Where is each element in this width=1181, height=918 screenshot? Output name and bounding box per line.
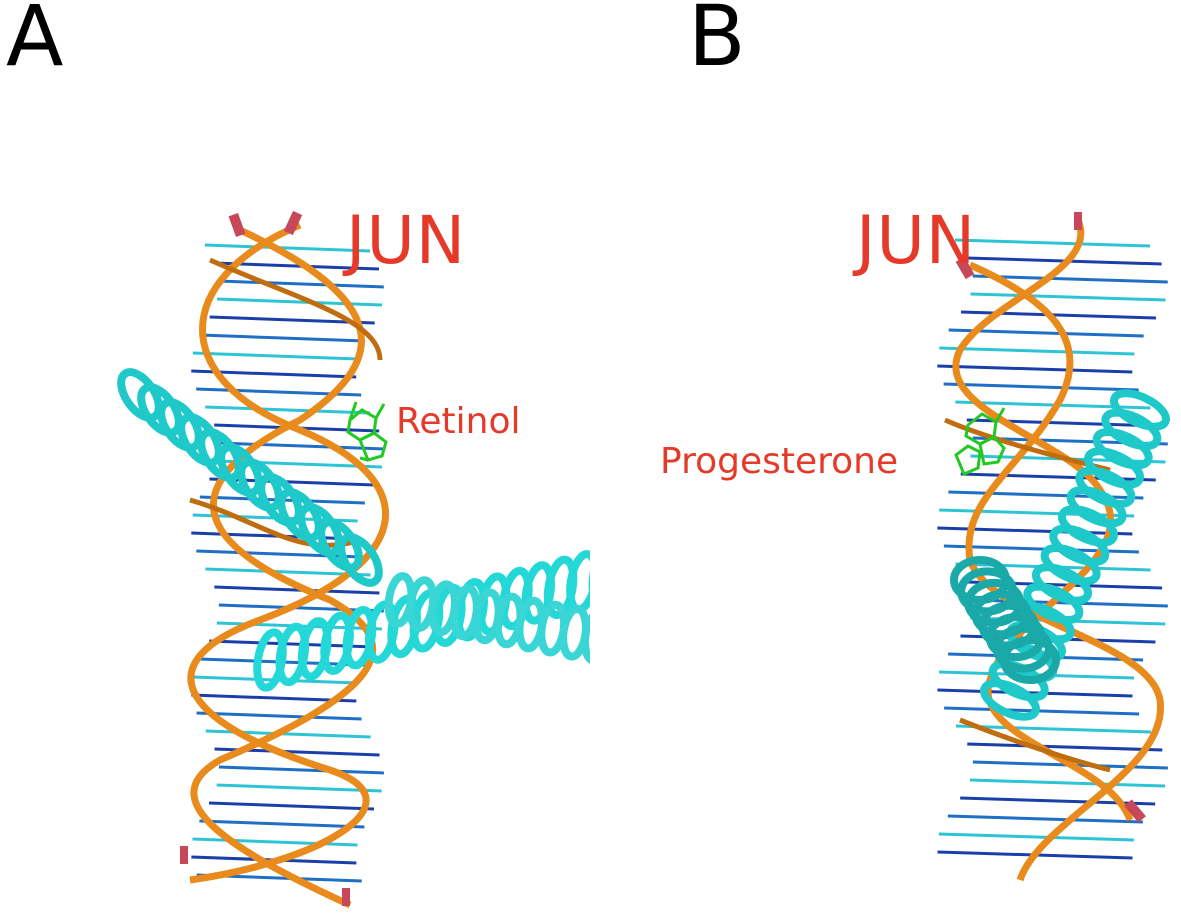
dna-protein-structure-a — [117, 210, 590, 909]
base-pair — [939, 346, 1135, 356]
helix-turn — [1084, 447, 1144, 489]
dna-strand-2 — [187, 221, 389, 884]
base-pair — [970, 778, 1166, 788]
helix-turn — [1023, 582, 1084, 625]
base-pair — [200, 333, 366, 343]
base-pair — [960, 472, 1156, 482]
base-pair — [944, 706, 1140, 716]
gene-label: JUN — [856, 202, 977, 279]
helix-turn — [1092, 427, 1153, 470]
base-pair — [937, 364, 1133, 374]
base-pair — [937, 526, 1133, 536]
dna-protein-structure-b — [937, 212, 1170, 882]
gene-label: JUN — [346, 202, 467, 279]
panel-a: A JUN Retinol — [0, 0, 590, 918]
base-pair — [972, 274, 1168, 284]
base-pair — [196, 711, 362, 721]
helix-turn — [1075, 466, 1136, 509]
helix-turn — [980, 679, 1040, 721]
base-pair — [939, 508, 1135, 518]
ligand-label: Retinol — [396, 401, 521, 442]
base-pair — [955, 724, 1151, 734]
helix-turn — [1000, 636, 1060, 684]
helix-turn — [1049, 524, 1110, 567]
retinol-molecule — [346, 401, 388, 462]
helix-turn — [1032, 563, 1092, 605]
base-pair — [948, 490, 1144, 500]
helix-turn — [1110, 389, 1170, 431]
base-pair — [199, 819, 365, 829]
panel-b: B JUN Progesterone — [590, 0, 1181, 918]
base-pair — [192, 351, 358, 361]
base-pair — [214, 585, 380, 595]
base-pair — [943, 544, 1139, 554]
base-pair — [192, 837, 358, 847]
base-pair — [947, 814, 1143, 824]
base-pair — [208, 801, 375, 811]
base-pair — [204, 243, 371, 253]
helix-turn — [1058, 505, 1118, 547]
base-pair — [218, 279, 384, 289]
alpha-helix — [384, 572, 590, 665]
base-pair — [205, 405, 371, 415]
base-pair — [967, 742, 1163, 752]
alpha-helix — [980, 389, 1170, 721]
base-pair — [209, 477, 375, 487]
base-pair — [954, 238, 1151, 248]
base-pair — [213, 261, 380, 271]
base-pair — [937, 688, 1133, 698]
dna-strand-1 — [190, 226, 377, 909]
base-pair — [970, 292, 1166, 302]
base-pair — [191, 531, 357, 541]
base-pair — [938, 832, 1134, 842]
base-pair — [218, 441, 384, 451]
base-pair — [217, 297, 383, 307]
base-pair — [943, 382, 1139, 392]
helix-turn — [1040, 543, 1101, 586]
panel-letter: A — [6, 0, 64, 85]
panel-letter: B — [688, 0, 746, 85]
base-pair — [216, 783, 382, 793]
helix-turn — [580, 609, 590, 665]
alpha-helix — [117, 368, 383, 587]
progesterone-molecule — [954, 407, 1006, 476]
ligand-label: Progesterone — [660, 441, 899, 482]
alpha-helix — [950, 556, 1060, 684]
base-pair — [218, 765, 384, 775]
helix-turn — [337, 533, 383, 587]
base-pair — [948, 328, 1144, 338]
helix-turn — [1101, 408, 1162, 451]
base-pair — [960, 796, 1156, 806]
helix-turn — [1066, 485, 1127, 528]
